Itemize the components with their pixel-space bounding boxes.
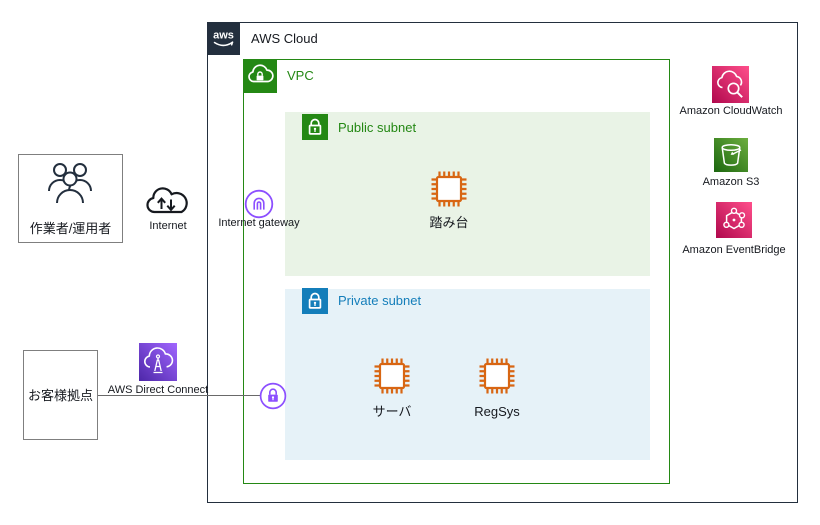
connector-customer-to-vpn	[98, 395, 260, 396]
s3-label: Amazon S3	[702, 176, 760, 188]
instance-chip-icon	[431, 171, 467, 207]
svg-text:aws: aws	[213, 30, 234, 42]
private-subnet-icon	[302, 288, 328, 314]
private-subnet-group	[285, 289, 650, 460]
operators-label: 作業者/運用者	[29, 221, 112, 236]
server-label: サーバ	[372, 404, 412, 419]
vpc-group	[243, 59, 670, 484]
bastion-label: 踏み台	[429, 215, 469, 230]
vpn-lock-icon	[259, 382, 287, 410]
customer-site-label: お客様拠点	[27, 387, 93, 403]
internet-gateway-label: Internet gateway	[218, 217, 300, 229]
regsys-node	[477, 356, 517, 396]
cloudwatch-icon	[712, 66, 749, 103]
direct-connect-label: AWS Direct Connect	[107, 384, 209, 396]
instance-chip-icon	[374, 358, 410, 394]
instance-chip-icon	[479, 358, 515, 394]
bastion-node	[429, 169, 469, 209]
customer-site-box: お客様拠点	[23, 350, 98, 440]
eventbridge-label: Amazon EventBridge	[682, 244, 786, 256]
public-subnet-title: Public subnet	[338, 120, 417, 135]
internet-icon	[143, 185, 193, 219]
cloudwatch-label: Amazon CloudWatch	[679, 105, 783, 117]
aws-cloud-title: AWS Cloud	[251, 31, 318, 46]
aws-logo-icon: aws	[207, 22, 240, 55]
vpc-title: VPC	[287, 68, 314, 83]
s3-icon	[714, 138, 748, 172]
aws-cloud-group	[207, 22, 798, 503]
internet-gateway-icon	[244, 189, 274, 219]
vpc-icon	[243, 59, 277, 93]
public-subnet-group	[285, 112, 650, 276]
server-node	[372, 356, 412, 396]
private-subnet-title: Private subnet	[338, 293, 422, 308]
direct-connect-icon	[139, 343, 177, 381]
public-subnet-icon	[302, 114, 328, 140]
internet-label: Internet	[149, 220, 187, 232]
eventbridge-icon	[716, 202, 752, 238]
regsys-label: RegSys	[474, 404, 520, 419]
users-icon	[46, 160, 94, 206]
